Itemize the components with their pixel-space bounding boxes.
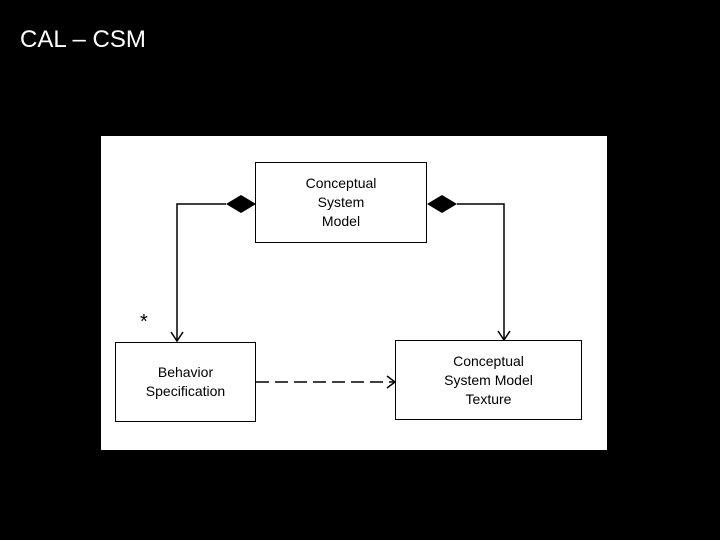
diagram-panel: Conceptual System Model Behavior Specifi… [101,136,607,450]
box-label-conceptual-system-model: Conceptual System Model [305,175,377,229]
composition-edge-behavior [170,195,256,343]
dependency-edge [256,375,397,389]
box-label-behavior-specification: Behavior Specification [145,364,226,399]
diagram-connectors [170,195,511,389]
composition-diamond-right [427,195,457,213]
box-behavior-specification[interactable]: Behavior Specification [115,342,256,422]
multiplicity-label: * [140,311,148,333]
composition-edge-texture [427,195,511,342]
composition-line-texture [457,203,505,339]
composition-diamond-left [226,195,256,213]
box-label-conceptual-system-model-texture: Conceptual System Model Texture [444,352,533,407]
slide-title: CAL – CSM [20,26,146,53]
composition-line-behavior [176,203,226,340]
box-conceptual-system-model-texture[interactable]: Conceptual System Model Texture [395,340,582,420]
arrowhead-behavior [170,331,184,343]
box-conceptual-system-model[interactable]: Conceptual System Model [255,162,427,243]
